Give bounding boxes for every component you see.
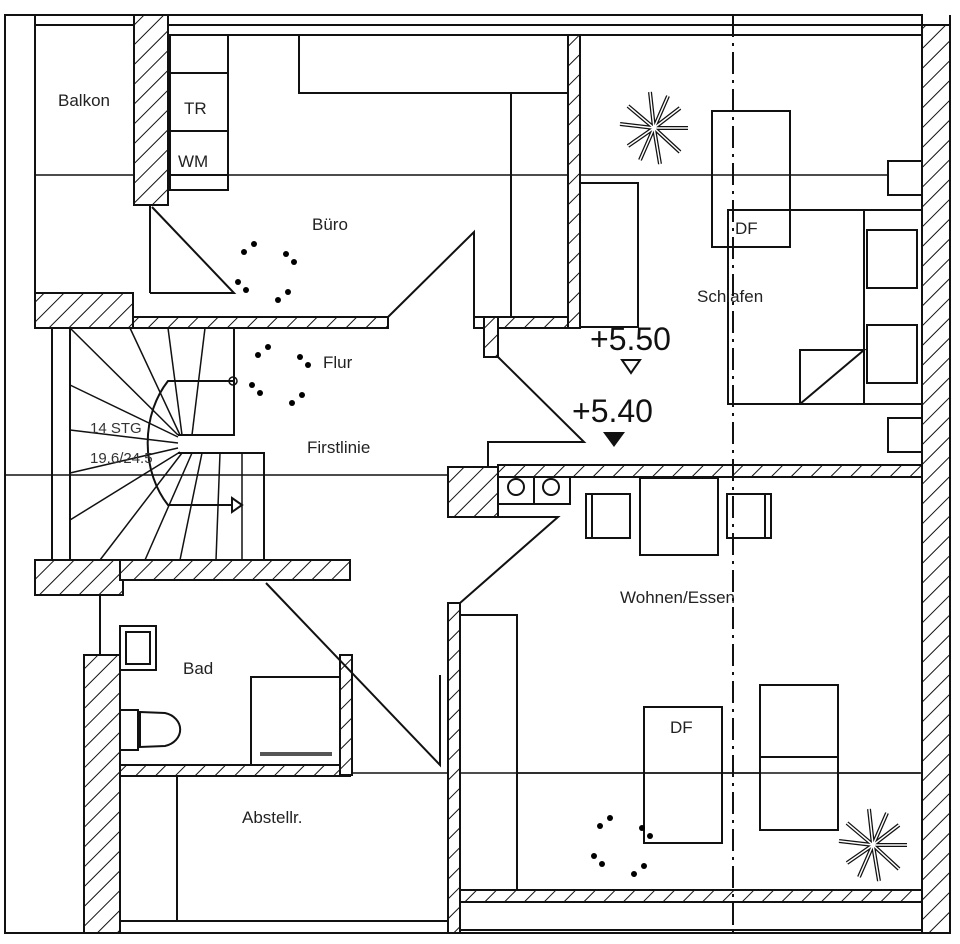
room-abstell: Abstellr.: [120, 776, 448, 922]
room-label-abstell: Abstellr.: [242, 808, 302, 827]
balkon: Balkon: [34, 15, 110, 293]
room-label-flur: Flur: [323, 353, 353, 372]
room-label-balkon: Balkon: [58, 91, 110, 110]
stair-steps-label: 14 STG: [90, 420, 142, 437]
skylight-label-schlafen: DF: [735, 219, 758, 238]
level-marker-filled-icon: [603, 432, 625, 447]
plant-icon: [235, 241, 297, 303]
room-bad: Bad: [99, 595, 341, 766]
staircase: 14 STG 19.6/24.5: [51, 327, 265, 561]
plant-icon: [837, 807, 909, 883]
washer-label: WM: [178, 152, 208, 171]
room-label-schlafen: Schlafen: [697, 287, 763, 306]
room-schlafen: DF Schlafen: [579, 90, 923, 453]
room-label-bad: Bad: [183, 659, 213, 678]
toilet-icon: [119, 709, 182, 751]
stair-rise-run-label: 19.6/24.5: [90, 450, 153, 467]
room-label-buero: Büro: [312, 215, 348, 234]
stove-burner-icon: [507, 478, 525, 496]
laundry: TR WM: [169, 34, 229, 191]
room-wohnen: Wohnen/Essen DF: [459, 477, 923, 931]
walls: [34, 14, 951, 934]
level-upper: +5.50: [590, 321, 671, 357]
room-flur: Flur Firstlinie: [249, 344, 370, 457]
dryer-label: TR: [184, 99, 207, 118]
room-label-wohnen: Wohnen/Essen: [620, 588, 735, 607]
level-markers: +5.50 +5.40: [572, 321, 671, 447]
stair-arrow-icon: [231, 496, 244, 514]
plant-icon: [249, 344, 311, 406]
stair-start-icon: [228, 376, 238, 386]
stove: [497, 476, 571, 505]
room-label-firstlinie: Firstlinie: [307, 438, 370, 457]
flur-door-swings: [265, 356, 587, 768]
level-lower: +5.40: [572, 393, 653, 429]
stove-burner-icon: [542, 478, 560, 496]
level-marker-open-icon: [620, 359, 642, 375]
skylight-label-wohnen: DF: [670, 718, 693, 737]
plant-icon: [618, 90, 690, 166]
room-buero: Büro: [149, 34, 569, 318]
